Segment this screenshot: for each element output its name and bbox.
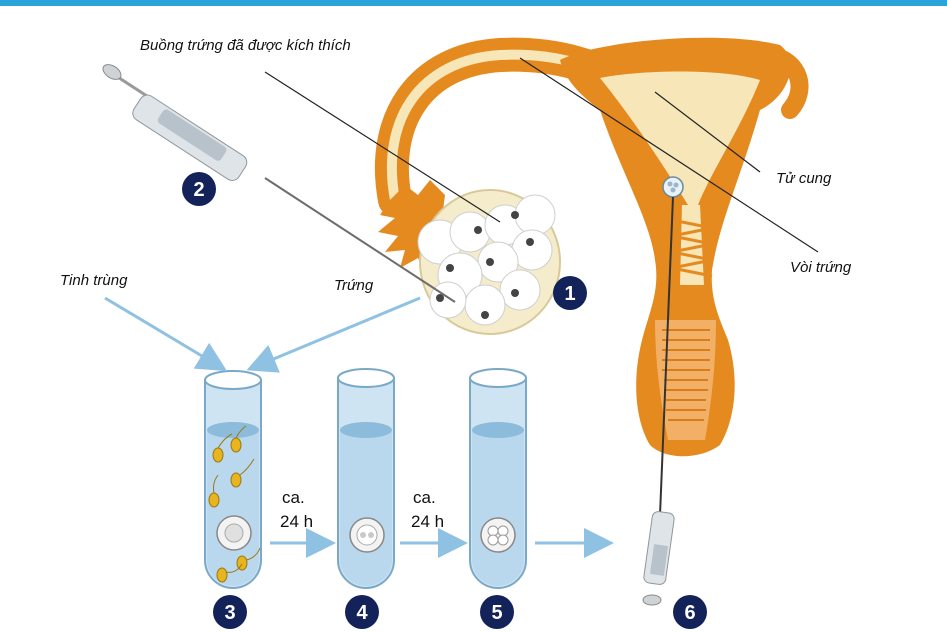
transition-1-line1: ca. (282, 488, 305, 507)
step-badge-2: 2 (182, 172, 216, 206)
flow-arrows (104, 296, 614, 558)
step-badge-6: 6 (673, 595, 707, 629)
test-tube-4 (337, 368, 395, 589)
sperm-cells (208, 425, 261, 583)
leader-lines (264, 57, 819, 253)
step-badge-4: 4 (345, 595, 379, 629)
step-number-1: 1 (564, 283, 575, 305)
step-number-5: 5 (491, 602, 502, 624)
step-number-6: 6 (684, 602, 695, 624)
step-number-2: 2 (193, 179, 204, 201)
ovary-illustration (378, 180, 561, 335)
label-sperm: Tinh trùng (60, 272, 128, 289)
label-ovary: Buồng trứng đã được kích thích (140, 37, 351, 54)
retrieval-syringe (102, 64, 456, 303)
step-badge-1: 1 (553, 276, 587, 310)
label-egg: Trứng (334, 277, 374, 294)
label-tube: Vòi trứng (790, 259, 852, 276)
step-badge-3: 3 (213, 595, 247, 629)
label-uterus: Tử cung (776, 170, 832, 187)
embryo-cells (480, 517, 516, 553)
test-tube-5 (469, 368, 527, 589)
implanted-embryo (662, 176, 684, 198)
uterine-cavity (600, 71, 760, 205)
top-accent-bar (0, 0, 947, 6)
step-number-3: 3 (224, 602, 235, 624)
transition-2-line1: ca. (413, 488, 436, 507)
step-number-4: 4 (356, 602, 368, 624)
test-tube-3 (204, 370, 262, 589)
step-badge-5: 5 (480, 595, 514, 629)
uterus-illustration (374, 37, 809, 457)
ovarian-follicles (417, 194, 556, 326)
uterus-body (560, 37, 791, 457)
transition-1-line2: 24 h (280, 512, 313, 531)
transition-2-line2: 24 h (411, 512, 444, 531)
transfer-catheter (642, 196, 675, 606)
